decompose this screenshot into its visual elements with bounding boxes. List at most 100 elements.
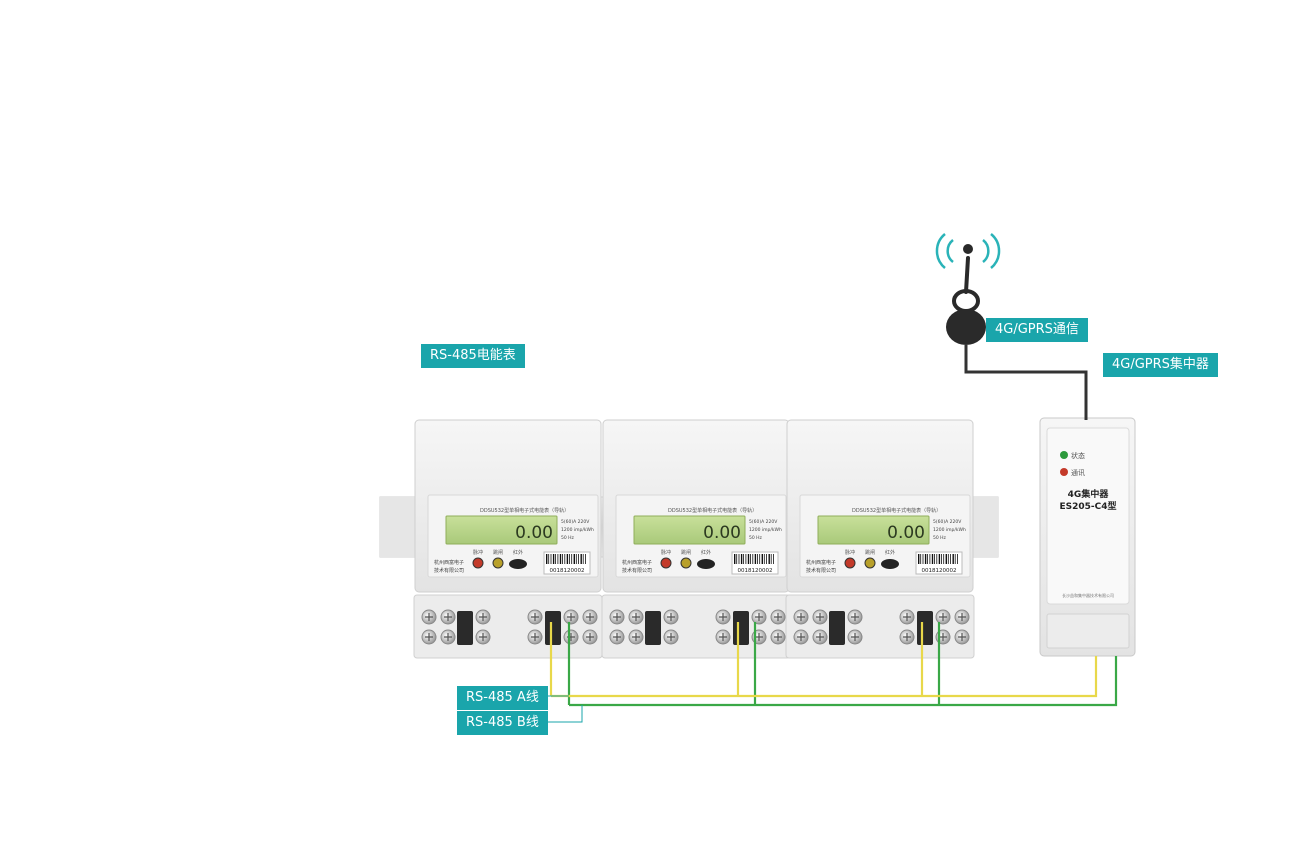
meter-led-trip bbox=[680, 557, 692, 569]
barcode-bar bbox=[922, 554, 924, 564]
barcode-bar bbox=[738, 554, 740, 564]
barcode-bar bbox=[585, 554, 586, 564]
barcode-bar bbox=[546, 554, 548, 564]
barcode-bar bbox=[761, 554, 763, 564]
signal-waves-icon bbox=[935, 233, 1001, 269]
barcode-bar bbox=[947, 554, 949, 564]
meter-led-pulse bbox=[660, 557, 672, 569]
barcode-bar bbox=[550, 554, 552, 564]
rs485-bus bbox=[544, 622, 1118, 723]
din-rail-end-right bbox=[972, 497, 998, 557]
din-rail-end-left bbox=[380, 497, 416, 557]
terminal-socket bbox=[545, 611, 561, 645]
meter-reading: 0.00 bbox=[703, 523, 741, 543]
meter-spec-rating: 5(60)A 220V bbox=[749, 519, 778, 525]
comm-label: 4G/GPRS通信 bbox=[986, 318, 1088, 342]
screw-slot bbox=[774, 613, 782, 621]
barcode-bar bbox=[952, 554, 954, 564]
barcode-bar bbox=[580, 554, 582, 564]
screw-slot bbox=[816, 633, 824, 641]
meter-led-pulse bbox=[472, 557, 484, 569]
screw-slot bbox=[774, 633, 782, 641]
barcode-bar bbox=[571, 554, 573, 564]
screw-slot bbox=[425, 613, 433, 621]
barcode-bar bbox=[766, 554, 767, 564]
barcode-bar bbox=[936, 554, 938, 564]
meter-terminal-block bbox=[785, 594, 975, 659]
antenna-rod bbox=[964, 256, 970, 294]
barcode-bar bbox=[743, 554, 744, 564]
meter-led-trip-label: 跳闸 bbox=[865, 549, 875, 556]
status-led bbox=[1060, 451, 1068, 459]
screw-slot bbox=[816, 613, 824, 621]
screw-slot bbox=[667, 613, 675, 621]
meter-ir-label: 红外 bbox=[885, 549, 895, 556]
barcode-bar bbox=[763, 554, 765, 564]
wire-b-leader bbox=[544, 705, 583, 723]
barcode-bar bbox=[757, 554, 758, 564]
screw-slot bbox=[755, 633, 763, 641]
energy-meter: DDSU532型单相电子式电能表（导轨）0.005(60)A 220V1200 … bbox=[785, 419, 975, 659]
antenna-base bbox=[946, 309, 986, 345]
barcode-bar bbox=[573, 554, 575, 564]
screw-slot bbox=[531, 633, 539, 641]
screw-slot bbox=[479, 613, 487, 621]
barcode-bar bbox=[559, 554, 562, 564]
barcode-bar bbox=[752, 554, 754, 564]
meter-spec-constant: 1200 imp/kWh bbox=[749, 527, 782, 533]
wire-b-trunk bbox=[569, 656, 1118, 707]
barcode-bar bbox=[562, 554, 563, 564]
barcode-bar bbox=[768, 554, 770, 564]
barcode-bar bbox=[578, 554, 579, 564]
terminal-socket bbox=[645, 611, 661, 645]
screw-slot bbox=[425, 633, 433, 641]
meter-maker-line2: 技术有限公司 bbox=[806, 567, 836, 574]
screw-slot bbox=[939, 613, 947, 621]
concentrator-unit: 状态 通讯 4G集中器 ES205-C4型 长沙益和集中器技术有限公司 bbox=[1039, 417, 1136, 657]
terminal-socket bbox=[829, 611, 845, 645]
concentrator-title: 4G集中器 bbox=[1068, 488, 1110, 500]
concentrator-face bbox=[1046, 427, 1130, 605]
barcode-bar bbox=[750, 554, 751, 564]
barcode-bar bbox=[920, 554, 922, 564]
meter-group: DDSU532型单相电子式电能表（导轨） 0.00 5(60)A 220V 1200 … bbox=[413, 419, 975, 659]
barcode-bar bbox=[582, 554, 584, 564]
meter-lcd bbox=[445, 515, 558, 545]
meter-lcd bbox=[633, 515, 746, 545]
meter-serial: 0018120002 bbox=[550, 568, 585, 574]
barcode-bar bbox=[929, 554, 931, 564]
meter-led-trip bbox=[492, 557, 504, 569]
meter-ir-label: 红外 bbox=[513, 549, 523, 556]
meter-spec-constant: 1200 imp/kWh bbox=[561, 527, 594, 533]
barcode-bar bbox=[747, 554, 750, 564]
barcode-bar bbox=[569, 554, 570, 564]
barcode-bar bbox=[945, 554, 947, 564]
barcode-bar bbox=[943, 554, 945, 564]
meter-maker-line1: 杭州西富电子 bbox=[434, 559, 464, 566]
barcode-bar bbox=[924, 554, 927, 564]
meter-ir-port bbox=[881, 559, 899, 569]
screw-slot bbox=[719, 613, 727, 621]
barcode-bar bbox=[740, 554, 743, 564]
screw-slot bbox=[939, 633, 947, 641]
antenna bbox=[935, 233, 1088, 420]
screw-slot bbox=[903, 633, 911, 641]
screw-slot bbox=[797, 613, 805, 621]
screw-slot bbox=[586, 633, 594, 641]
meter-terminal-block bbox=[601, 594, 791, 659]
meter-model: DDSU532型单相电子式电能表（导轨） bbox=[668, 507, 757, 514]
screw-slot bbox=[531, 613, 539, 621]
screw-slot bbox=[958, 613, 966, 621]
barcode-bar bbox=[548, 554, 550, 564]
screw-slot bbox=[667, 633, 675, 641]
concentrator-maker: 长沙益和集中器技术有限公司 bbox=[1062, 592, 1114, 598]
barcode-bar bbox=[954, 554, 956, 564]
meter-led-trip-label: 跳闸 bbox=[493, 549, 503, 556]
meter-led-pulse-label: 脉冲 bbox=[473, 549, 483, 556]
meter-spec-freq: 50 Hz bbox=[561, 535, 575, 541]
meter-spec-rating: 5(60)A 220V bbox=[933, 519, 962, 525]
screw-slot bbox=[755, 613, 763, 621]
screw-slot bbox=[903, 613, 911, 621]
